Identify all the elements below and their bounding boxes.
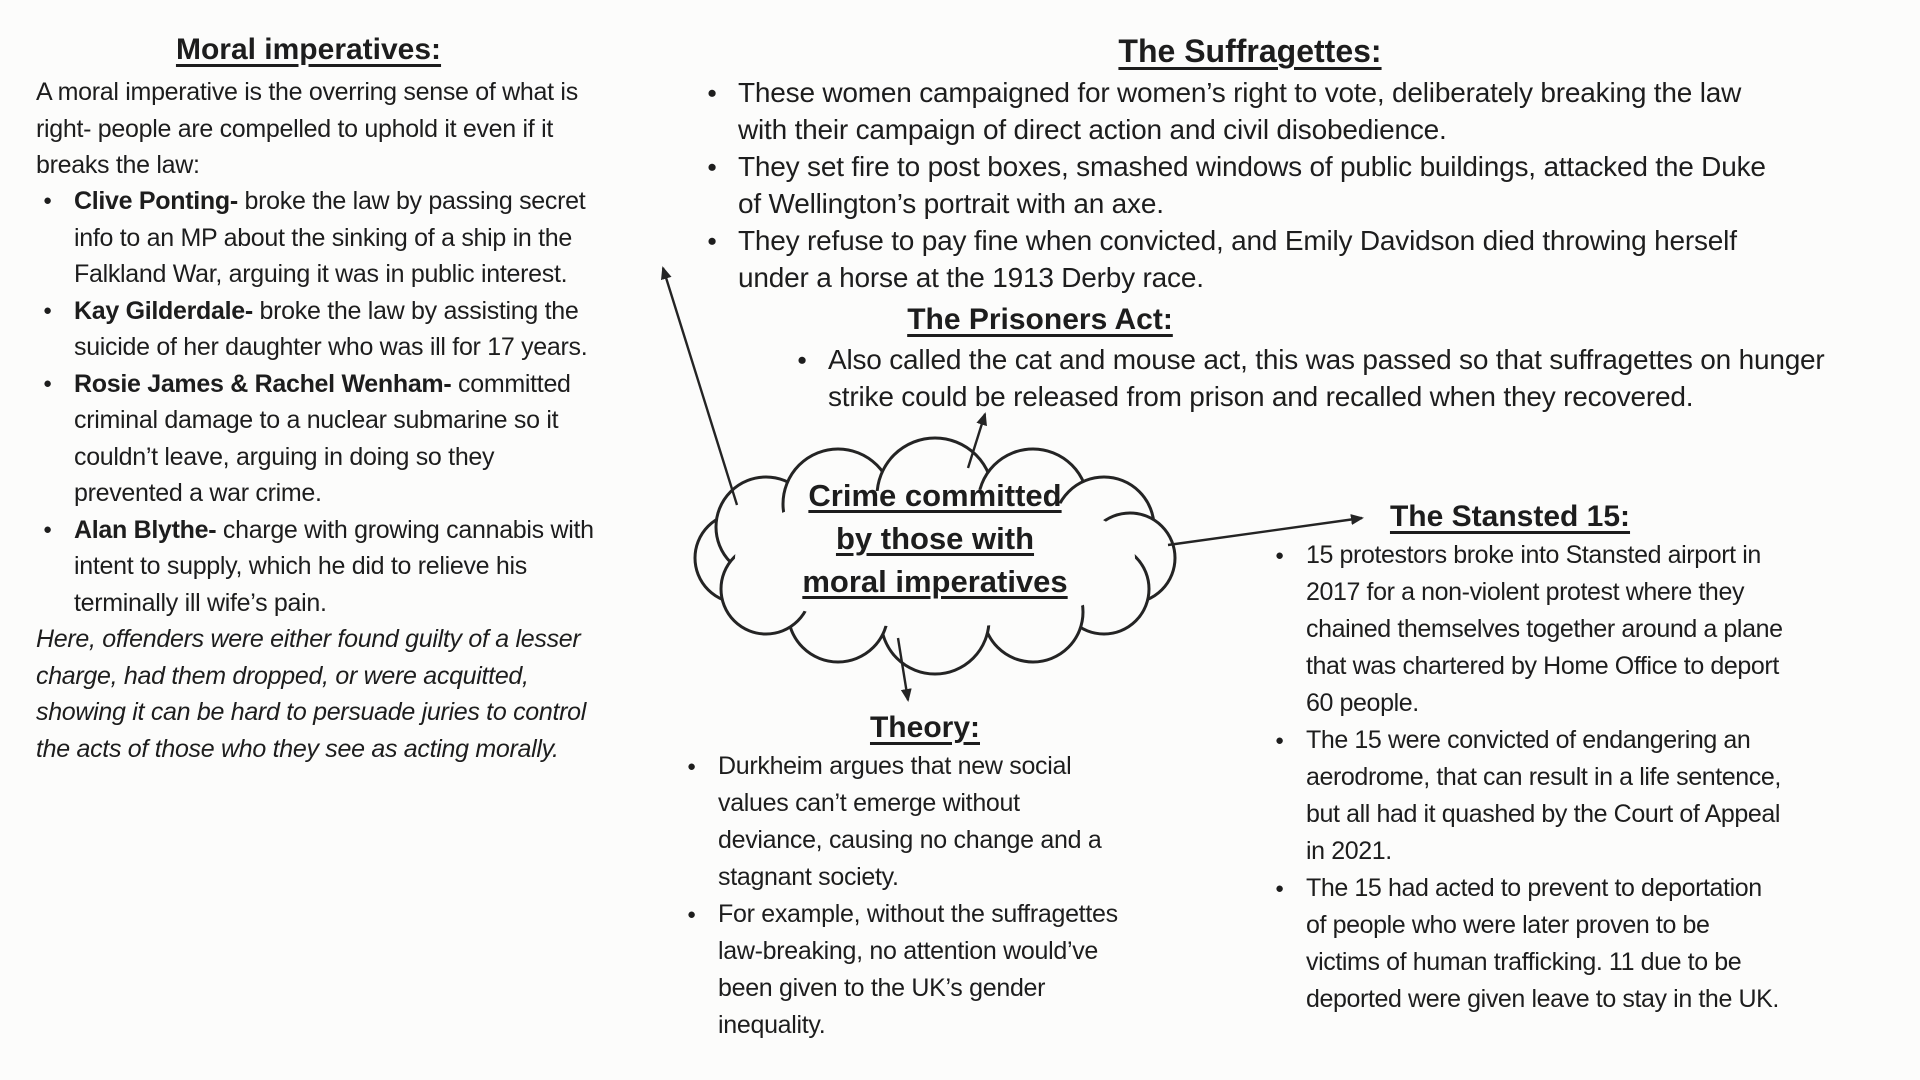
theory-heading: Theory: — [869, 711, 980, 744]
prisoners-act-list: ● Also called the cat and mouse act, this… — [790, 341, 1920, 415]
arrow-to-prisoners-act — [966, 412, 987, 469]
bullet-lead-name: Kay Gilderdale- — [74, 296, 253, 325]
prisoners-act-heading: The Prisoners Act: — [907, 303, 1173, 336]
bullet-item: ● The 15 had acted to prevent to deportat… — [1268, 870, 1868, 1018]
bullet-text: Durkheim argues that new social values c… — [718, 752, 1102, 891]
cloud-label-line: by those with — [835, 521, 1035, 556]
bullet-dot: ● — [1275, 547, 1284, 564]
stansted-15-heading: The Stansted 15: — [1389, 500, 1631, 533]
bullet-item: ● The 15 were convicted of endangering an… — [1268, 722, 1868, 870]
bullet-item: ● These women campaigned for women’s righ… — [700, 74, 1920, 148]
bullet-lead-name: Clive Ponting- — [74, 187, 238, 215]
moral-imperatives-heading: Moral imperatives: — [175, 33, 442, 66]
bullet-dot: ● — [687, 906, 696, 923]
bullet-dot: ● — [43, 374, 52, 392]
suffragettes-list: ● These women campaigned for women’s righ… — [700, 74, 1920, 296]
arrow-to-moral-imperatives — [661, 266, 739, 506]
bullet-lead-name: Alan Blythe- — [74, 515, 217, 544]
cloud-label-line: moral imperatives — [802, 564, 1068, 599]
suffragettes-heading: The Suffragettes: — [1118, 33, 1382, 69]
bullet-item: ● 15 protestors broke into Stansted airpo… — [1268, 537, 1868, 722]
bullet-item: ● They set fire to post boxes, smashed wi… — [700, 148, 1920, 222]
bullet-text: Also called the cat and mouse act, this … — [828, 344, 1825, 412]
stansted-15-list: ● 15 protestors broke into Stansted airpo… — [1268, 537, 1868, 1018]
bullet-text: For example, without the suffragettes la… — [718, 900, 1118, 1039]
bullet-text: Rosie James & Rachel Wenham- committed c… — [74, 369, 571, 508]
bullet-text: They set fire to post boxes, smashed win… — [738, 151, 1766, 219]
bullet-dot: ● — [707, 231, 717, 250]
bullet-item: ● They refuse to pay fine when convicted,… — [700, 222, 1920, 296]
moral-imperatives-list: ● Clive Ponting- broke the law by passing… — [36, 183, 666, 621]
bullet-item: ● Rosie James & Rachel Wenham- committed … — [36, 366, 666, 512]
bullet-dot: ● — [797, 350, 807, 369]
bullet-lead-name: Rosie James & Rachel Wenham- — [74, 369, 452, 398]
bullet-text: 15 protestors broke into Stansted airpor… — [1306, 541, 1783, 717]
cloud-label: Crime committed by those with moral impe… — [735, 474, 1135, 603]
bullet-dot: ● — [687, 758, 696, 775]
bullet-dot: ● — [1275, 732, 1284, 749]
moral-imperatives-intro: A moral imperative is the overring sense… — [36, 78, 578, 179]
bullet-dot: ● — [707, 83, 717, 102]
bullet-item: ● For example, without the suffragettes l… — [680, 896, 1160, 1044]
bullet-text: Kay Gilderdale- broke the law by assisti… — [74, 296, 588, 362]
arrow-to-theory — [896, 637, 912, 702]
theory-list: ● Durkheim argues that new social values … — [680, 748, 1160, 1044]
bullet-dot: ● — [1275, 880, 1284, 897]
bullet-text: Clive Ponting- broke the law by passing … — [74, 187, 586, 288]
bullet-dot: ● — [43, 520, 52, 538]
bullet-item: ● Clive Ponting- broke the law by passing… — [36, 183, 666, 293]
moral-imperatives-footnote: Here, offenders were either found guilty… — [36, 625, 587, 763]
bullet-item: ● Alan Blythe- charge with growing cannab… — [36, 512, 666, 622]
cloud-label-line: Crime committed — [808, 478, 1062, 513]
bullet-text: Alan Blythe- charge with growing cannabi… — [74, 515, 594, 617]
bullet-item: ● Also called the cat and mouse act, this… — [790, 341, 1920, 415]
bullet-dot: ● — [707, 157, 717, 176]
bullet-text: The 15 were convicted of endangering an … — [1306, 726, 1781, 865]
bullet-text: These women campaigned for women’s right… — [738, 77, 1742, 145]
bullet-item: ● Kay Gilderdale- broke the law by assist… — [36, 293, 666, 366]
bullet-text: They refuse to pay fine when convicted, … — [738, 225, 1737, 293]
bullet-dot: ● — [43, 192, 52, 209]
bullet-item: ● Durkheim argues that new social values … — [680, 748, 1160, 896]
bullet-dot: ● — [43, 301, 52, 319]
bullet-text: The 15 had acted to prevent to deportati… — [1306, 874, 1779, 1013]
